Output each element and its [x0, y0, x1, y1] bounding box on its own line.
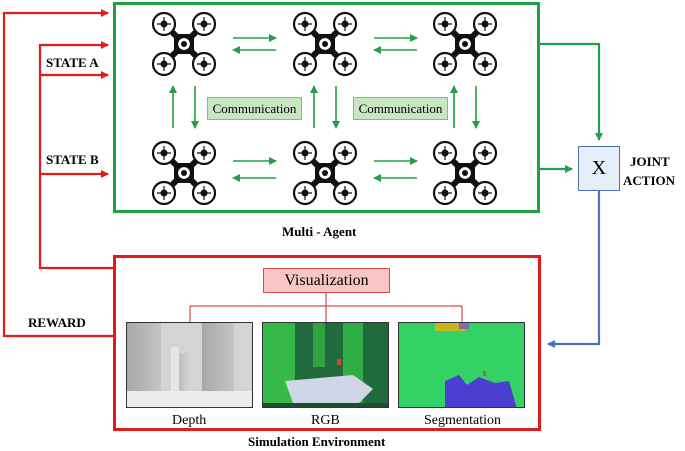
depth-image: [126, 322, 253, 408]
visualization-box: Visualization: [263, 268, 390, 293]
joint-action-label: ACTION: [623, 173, 676, 188]
reward-arrow: [2, 9, 113, 338]
state-a-label: STATE A: [46, 55, 99, 70]
joint-action-box: X: [578, 146, 620, 191]
action-line-top: [540, 42, 603, 141]
joint-action-label: JOINT: [630, 154, 670, 169]
segmentation-caption: Segmentation: [424, 413, 501, 428]
communication-label: Communication: [353, 97, 448, 120]
multi-agent-caption: Multi - Agent: [282, 224, 357, 239]
state-line: [38, 41, 113, 270]
simulation-environment-caption: Simulation Environment: [248, 434, 386, 449]
communication-label: Communication: [207, 97, 302, 120]
reward-label: REWARD: [28, 315, 86, 330]
state-b-label: STATE B: [46, 152, 99, 167]
segmentation-image: [398, 322, 525, 408]
rgb-image: [262, 322, 389, 408]
joint-action-arrow: [547, 191, 601, 348]
rgb-caption: RGB: [311, 413, 340, 428]
depth-caption: Depth: [172, 413, 207, 428]
